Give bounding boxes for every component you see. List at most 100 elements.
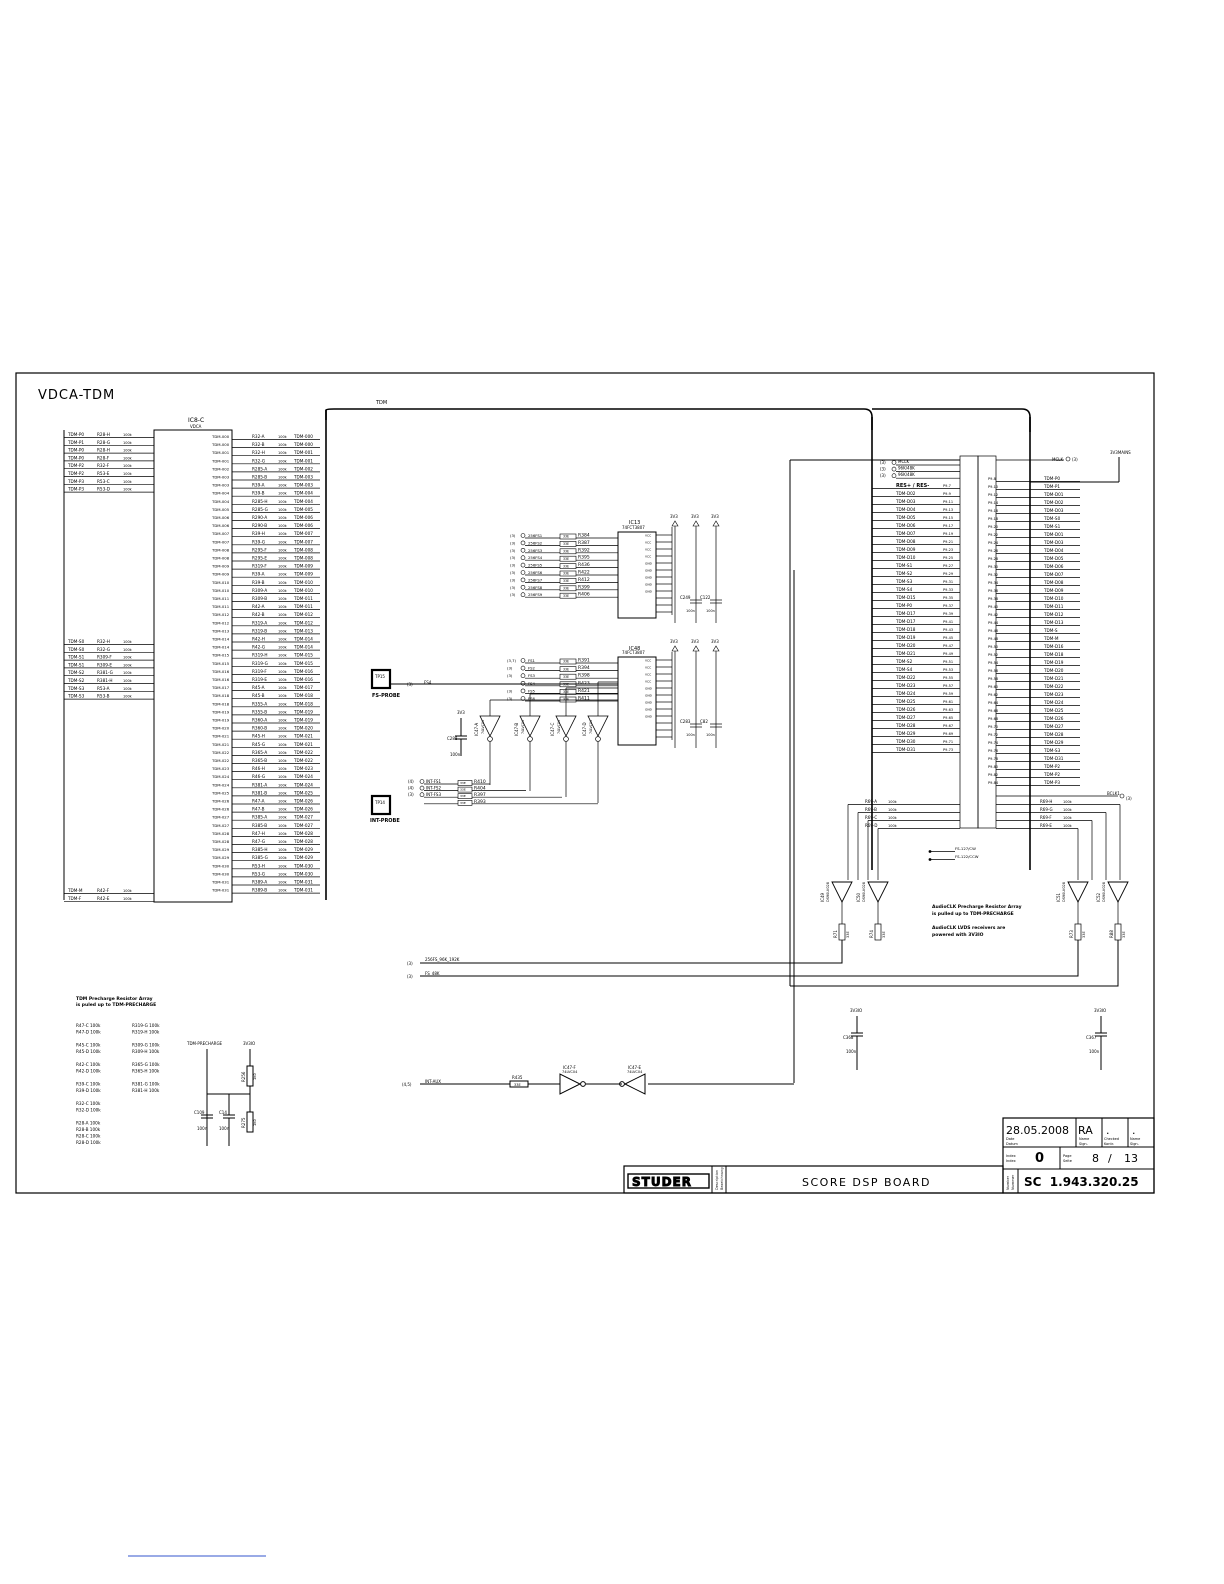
ic8c-right-resistor: R53-H [252,863,265,868]
ic8c-right-pin-label: TDM-002 [211,466,230,471]
int-probe-box [370,794,392,816]
ic8c-right-net: TDM-011 [293,596,313,601]
ic13-input-net: 256FS9 [528,592,543,597]
connector-left-net: TDM-D15 [895,595,916,600]
ic8c-right-resistor-value: 100k [278,654,288,658]
ic8c-right-pin-label: TDM-020 [211,726,230,731]
ic8c-right-net: TDM-015 [293,661,313,666]
ic13-resistor-body [559,563,577,569]
ic8c-right-resistor-value: 100k [278,597,288,601]
ic8c-left-resistor-value: 100k [123,656,133,660]
ic8c-right-resistor-value: 100k [278,881,288,885]
connector-right-net: TDM-D28 [1043,732,1064,737]
ic48-input-ref: (3) [507,666,513,671]
precharge-col1-entry: R47-C 100k [76,1023,101,1028]
tb-description: SCORE DSP BOARD [802,1176,931,1189]
ic8c-right-resistor: R295-E [252,556,267,561]
ic8c-left-resistor-value: 100k [123,640,133,644]
ic47e-part: 74LVC04 [627,1070,643,1074]
ic47f-bubble [580,1081,586,1087]
ic8c-right-net: TDM-011 [293,604,313,609]
lvds-name: IC52 [1096,892,1101,902]
ic8c-right-resistor-value: 100k [278,565,288,569]
connector-top-net: MCLK [898,459,909,464]
tb-date-label: Date [1006,1137,1014,1141]
ic48-resistor-body [559,689,577,695]
ic13-resistor-name: R395 [578,555,590,561]
ic13-input-net: 256FS2 [528,540,543,545]
ic48-input-net: FS6 [528,696,536,701]
ic8c-right-net: TDM-001 [293,450,313,455]
ic8c-right-net: TDM-005 [293,507,313,512]
ic13-input-net: 256FS5 [528,563,543,568]
connector-left-net: TDM-D17 [895,611,916,616]
ic13-input-ref: (3) [510,570,516,575]
int-net-resistor-name: R393 [474,799,486,805]
ic8c-right-resistor-value: 100k [278,484,288,488]
connector-right-net: TDM-D03 [1043,508,1064,513]
ic8c-right-pin-label: TDM-009 [211,564,230,569]
ic8c-right-resistor-value: 100k [278,524,288,528]
power-arrow [692,520,700,527]
ic13-input-port [520,584,526,590]
power-label: 3V3 [711,639,719,644]
ic13-resistor-value: 33E [563,564,569,568]
ic8c-right-resistor-value: 100k [278,459,288,463]
ic8c-subtitle: VDCA [190,424,202,429]
lvds-note-3: AudioCLK LVDS receivers are [932,925,1005,931]
ic8c-right-resistor: R39-A [252,483,265,488]
ic13-resistor-name: R422 [578,570,590,576]
r275-body [246,1111,254,1133]
ic8c-left-net: TDM-S3 [67,686,85,691]
lvds-resistor-body [874,923,882,941]
ic8c-right-resistor-value: 100k [278,791,288,795]
connector-left-pin: P9-59 [943,692,953,696]
ic8c-right-net: TDM-006 [293,515,313,520]
ic8c-right-pin-label: TDM-029 [211,855,230,860]
ic8c-right-resistor: R46-H [252,766,265,771]
tb-dot2: . [1132,1124,1136,1137]
ic8c-right-net: TDM-010 [293,580,313,585]
res-array-right-value: 100k [1063,808,1073,812]
connector-right-net: TDM-D01 [1043,492,1064,497]
ic8c-right-pin-label: TDM-014 [211,645,230,650]
mclk-ref: (3) [1072,457,1078,462]
connector-right-net: TDM-D22 [1043,684,1064,689]
ic8c-right-pin-label: TDM-031 [211,880,230,885]
ic13-resistor-value: 33E [563,579,569,583]
ic8c-right-resistor-value: 100k [278,735,288,739]
ic8c-left-net: TDM-P3 [67,479,84,484]
ic48-resistor-name: R391 [578,658,590,664]
fs-probe-label: FS-PROBE [372,693,401,699]
ic8c-right-resistor: R319-F [252,564,267,569]
ic8c-right-pin-label: TDM-010 [211,588,230,593]
ic8c-right-resistor-value: 100k [278,719,288,723]
ic13-input-port [520,562,526,568]
ic8c-right-pin-label: TDM-011 [211,604,230,609]
c368-wire [851,1016,863,1070]
ic8c-right-resistor-value: 100k [278,646,288,650]
buffer-name: IC47-A [474,723,479,736]
fs-extra-junction [928,850,932,853]
res-array-right-name: R69-F [1040,815,1052,820]
ic8c-left-resistor: R28-G [97,440,110,445]
ic8c-right-pin-label: TDM-004 [211,499,230,504]
connector-right-pin: P9-18 [988,517,998,521]
connector-left-net: TDM-P0 [895,603,912,608]
connector-left-pin: P9-73 [943,748,953,752]
precharge-col2-entry: R319-H 100k [132,1030,160,1035]
ic8c-right-net: TDM-016 [293,677,313,682]
precharge-wires [206,1049,251,1146]
ic48-input-port [520,680,526,686]
connector-right-net: TDM-D20 [1043,668,1064,673]
power-label: 3V3 [711,514,719,519]
r275-name: R275 [241,1117,246,1128]
ic8c-left-resistor: R309-E [97,662,112,667]
connector-left-pin: P9-19 [943,532,953,536]
connector-top-nets: (3)MCLK(3)96K/48K(3)96K/48K [880,456,1125,799]
connector-left-net: TDM-D07 [895,531,916,536]
